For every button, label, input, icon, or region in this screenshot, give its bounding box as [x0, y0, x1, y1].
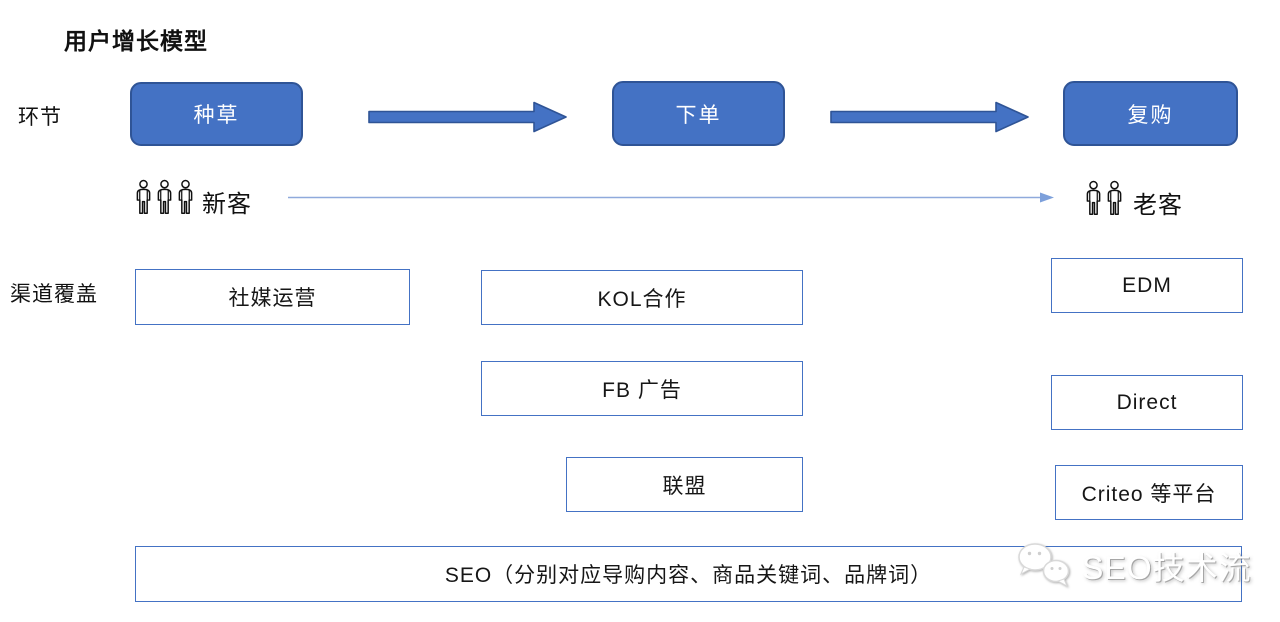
person-icon	[1104, 167, 1125, 229]
row-label-channel: 渠道覆盖	[10, 283, 98, 306]
channel-box-affiliate-label: 联盟	[662, 474, 707, 498]
person-icon	[175, 166, 196, 228]
returning-customers-label: 老客	[1133, 192, 1183, 219]
stage-box-seeding-label: 种草	[193, 104, 240, 127]
returning-customers-icons	[1083, 167, 1125, 229]
new-customers-group: 新客	[133, 166, 252, 228]
stage-box-order: 下单	[612, 81, 785, 146]
person-icon	[154, 166, 175, 228]
page-title: 用户增长模型	[64, 28, 208, 54]
returning-customers-group: 老客	[1083, 167, 1183, 229]
channel-box-fb-ads-label: FB 广告	[602, 378, 682, 402]
channel-box-seo-label: SEO（分别对应导购内容、商品关键词、品牌词）	[444, 564, 933, 587]
channel-box-criteo: Criteo 等平台	[1055, 465, 1243, 520]
watermark: SEO技术流	[1012, 540, 1252, 592]
channel-box-affiliate: 联盟	[566, 457, 803, 512]
stage-box-repurchase-label: 复购	[1127, 103, 1174, 127]
row-label-stage: 环节	[18, 106, 62, 129]
channel-box-direct: Direct	[1051, 375, 1243, 430]
channel-box-social-media: 社媒运营	[135, 269, 410, 325]
arrow-order-to-repurchase-icon	[830, 100, 1030, 139]
channel-box-criteo-label: Criteo 等平台	[1081, 482, 1217, 506]
person-icon	[1083, 167, 1104, 229]
channel-box-kol-label: KOL合作	[597, 287, 687, 311]
stage-box-order-label: 下单	[675, 103, 722, 127]
channel-box-direct-label: Direct	[1116, 390, 1178, 414]
arrow-seeding-to-order-icon	[368, 100, 568, 139]
stage-box-seeding: 种草	[130, 82, 303, 146]
channel-box-fb-ads: FB 广告	[481, 361, 803, 416]
flow-arrow-new-to-returning-icon	[288, 191, 1056, 210]
new-customers-icons	[133, 166, 196, 228]
channel-box-edm-label: EDM	[1122, 273, 1172, 297]
channel-box-kol: KOL合作	[481, 270, 803, 325]
new-customers-label: 新客	[202, 191, 252, 218]
watermark-text: SEO技术流	[1082, 550, 1252, 586]
channel-box-social-media-label: 社媒运营	[228, 287, 317, 310]
wechat-icon	[1018, 543, 1070, 588]
stage-box-repurchase: 复购	[1063, 81, 1238, 146]
person-icon	[133, 166, 154, 228]
channel-box-edm: EDM	[1051, 258, 1243, 313]
